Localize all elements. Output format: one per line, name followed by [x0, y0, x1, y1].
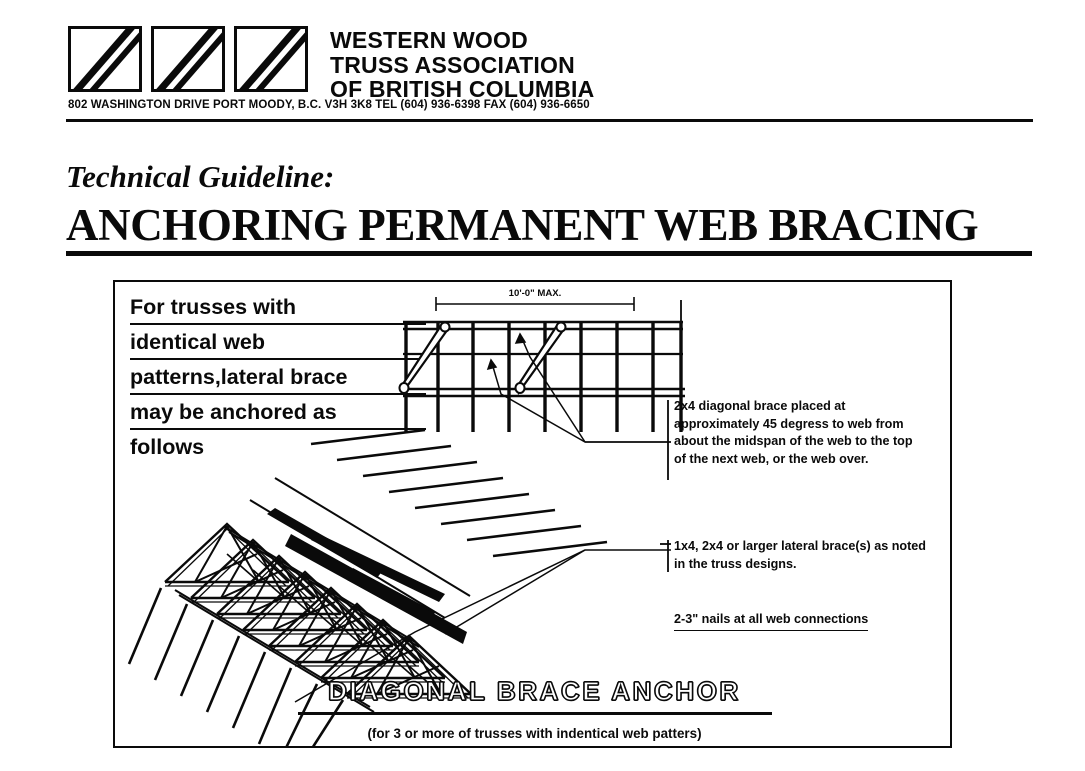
association-name-line-1: WESTERN WOOD: [330, 27, 528, 53]
header-divider: [66, 119, 1033, 122]
annotation-lateral-brace: 1x4, 2x4 or larger lateral brace(s) as n…: [674, 539, 926, 571]
leader-arrowhead-2: [514, 332, 527, 344]
association-name-line-3: OF BRITISH COLUMBIA: [330, 76, 595, 102]
leader-diagonal-a: [490, 359, 671, 443]
figure-caption-underline: [297, 712, 772, 715]
figure-intro-note: For trusses with identical web patterns,…: [130, 292, 426, 462]
annotation-diagonal-brace: 2x4 diagonal brace placed at approximate…: [674, 399, 913, 466]
figure-caption-subtitle: (for 3 or more of trusses with indentica…: [367, 725, 702, 741]
plan-truss-members: [404, 322, 683, 432]
leader-lateral-b: [444, 549, 586, 635]
title-underline: [66, 251, 1032, 256]
truss-array: [163, 522, 473, 700]
plan-diagonal-brace: [401, 322, 566, 396]
logo-square-outline: [68, 26, 142, 92]
leader-diagonal-c: [519, 333, 586, 443]
intro-line-4: may be anchored as: [130, 397, 426, 430]
intro-line-1: For trusses with: [130, 292, 426, 325]
logo-square-2-icon: [151, 26, 225, 92]
figure-caption-title: DIAGONAL BRACE ANCHOR: [327, 675, 741, 706]
logo-square-outline: [234, 26, 308, 92]
logo-square-3-icon: [234, 26, 308, 92]
intro-line-3: patterns,lateral brace: [130, 362, 426, 395]
document-kicker: Technical Guideline:: [66, 159, 335, 194]
highlighted-diagonal-brace: [267, 508, 445, 626]
contact-address-line: 802 WASHINGTON DRIVE PORT MOODY, B.C. V3…: [68, 99, 590, 111]
association-name: WESTERN WOOD TRUSS ASSOCIATION OF BRITIS…: [330, 28, 594, 102]
title-block: Technical Guideline: ANCHORING PERMANENT…: [66, 160, 1056, 256]
intro-line-5: follows: [130, 435, 205, 459]
leader-arrowhead-1: [486, 358, 498, 371]
highlighted-lateral-brace: [285, 534, 467, 644]
plan-chord-rails: [403, 320, 685, 398]
association-name-line-2: TRUSS ASSOCIATION: [330, 51, 575, 78]
logo-square-1-icon: [68, 26, 142, 92]
intro-line-2: identical web: [130, 327, 426, 360]
page-title: ANCHORING PERMANENT WEB BRACING: [66, 200, 979, 250]
association-logo: [68, 26, 308, 92]
logo-square-outline: [151, 26, 225, 92]
annotation-nails-text: 2-3" nails at all web connections: [674, 611, 869, 631]
plan-dimension-label: 10'-0" MAX.: [509, 288, 562, 299]
annotation-nails: 2-3" nails at all web connections: [674, 611, 944, 631]
plan-dimension-line: [435, 297, 635, 311]
letterhead: WESTERN WOOD TRUSS ASSOCIATION OF BRITIS…: [0, 0, 1085, 130]
figure-panel: For trusses with identical web patterns,…: [113, 280, 952, 748]
figure-caption-block: DIAGONAL BRACE ANCHOR (for 3 or more of …: [115, 675, 950, 741]
